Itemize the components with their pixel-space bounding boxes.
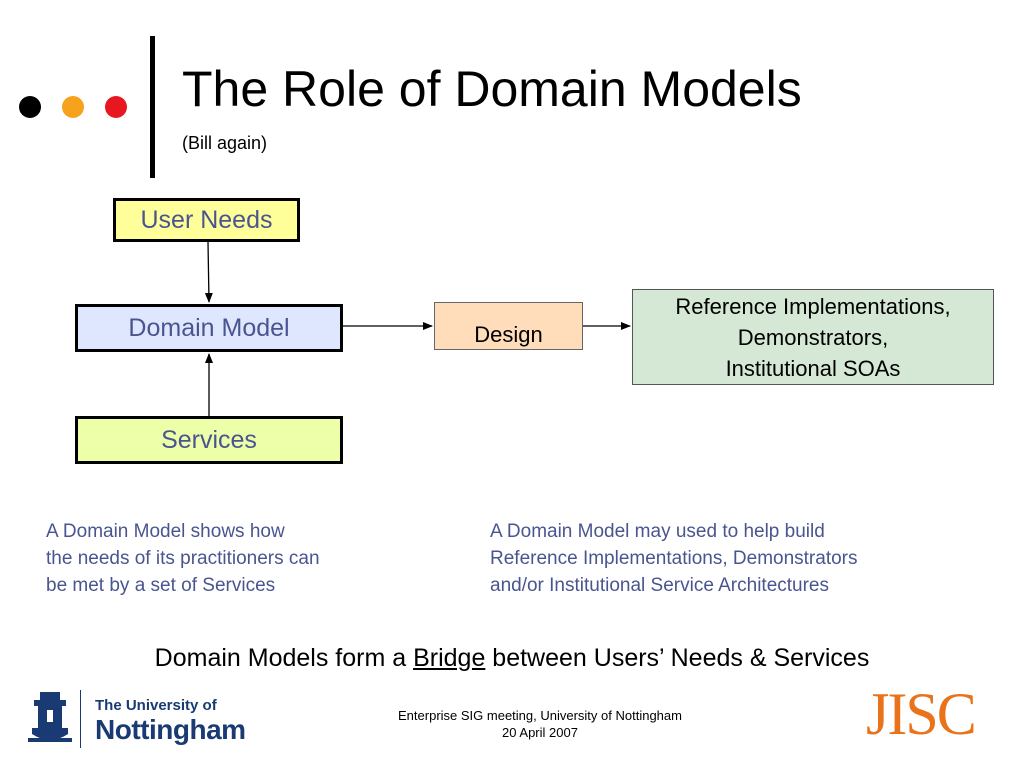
university-line-2: Nottingham	[95, 714, 246, 745]
design-label: Design	[474, 322, 543, 347]
domain-model-box: Domain Model	[75, 304, 343, 352]
left-note-line-1: A Domain Model shows how	[46, 521, 285, 542]
services-label: Services	[161, 425, 257, 454]
logo-divider	[80, 690, 81, 748]
reference-line-1: Reference Implementations,	[675, 293, 951, 319]
user-needs-box: User Needs	[113, 198, 300, 242]
right-note: A Domain Model may used to help build Re…	[490, 518, 970, 599]
left-note-line-2: the needs of its practitioners can	[46, 548, 320, 569]
bridge-text-before: Domain Models form a	[154, 644, 414, 672]
jisc-logo: JISC	[866, 681, 977, 747]
black-dot-icon	[19, 96, 41, 118]
reference-line-3: Institutional SOAs	[725, 355, 901, 381]
footer-line-1: Enterprise SIG meeting, University of No…	[398, 708, 682, 723]
left-note-line-3: be met by a set of Services	[46, 575, 276, 596]
right-note-line-1: A Domain Model may used to help build	[490, 521, 825, 542]
right-note-line-3: and/or Institutional Service Architectur…	[490, 575, 830, 596]
orange-dot-icon	[62, 96, 84, 118]
slide-subtitle: (Bill again)	[182, 133, 268, 153]
right-note-line-2: Reference Implementations, Demonstrators	[490, 548, 858, 569]
red-dot-icon	[105, 96, 127, 118]
bridge-link: Bridge	[413, 644, 486, 672]
bridge-text-after: between Users’ Needs & Services	[485, 644, 870, 672]
university-crest-icon	[28, 692, 72, 742]
slide-title: The Role of Domain Models	[182, 61, 802, 117]
university-logo-text: The University of Nottingham	[95, 697, 246, 745]
footer: Enterprise SIG meeting, University of No…	[360, 707, 720, 741]
services-box: Services	[75, 416, 343, 464]
footer-line-2: 20 April 2007	[502, 725, 578, 740]
reference-line-2: Demonstrators,	[737, 324, 889, 350]
title-divider	[150, 36, 155, 178]
left-note: A Domain Model shows how the needs of it…	[46, 518, 446, 599]
domain-model-label: Domain Model	[128, 313, 290, 342]
reference-implementations-box: Reference Implementations, Demonstrators…	[632, 289, 994, 385]
university-line-1: The University of	[95, 697, 217, 714]
arrow-userneeds-to-domainmodel	[204, 241, 213, 303]
design-box: Design	[434, 302, 583, 350]
bridge-statement: Domain Models form a Bridge between User…	[0, 644, 1024, 673]
user-needs-label: User Needs	[140, 205, 273, 234]
